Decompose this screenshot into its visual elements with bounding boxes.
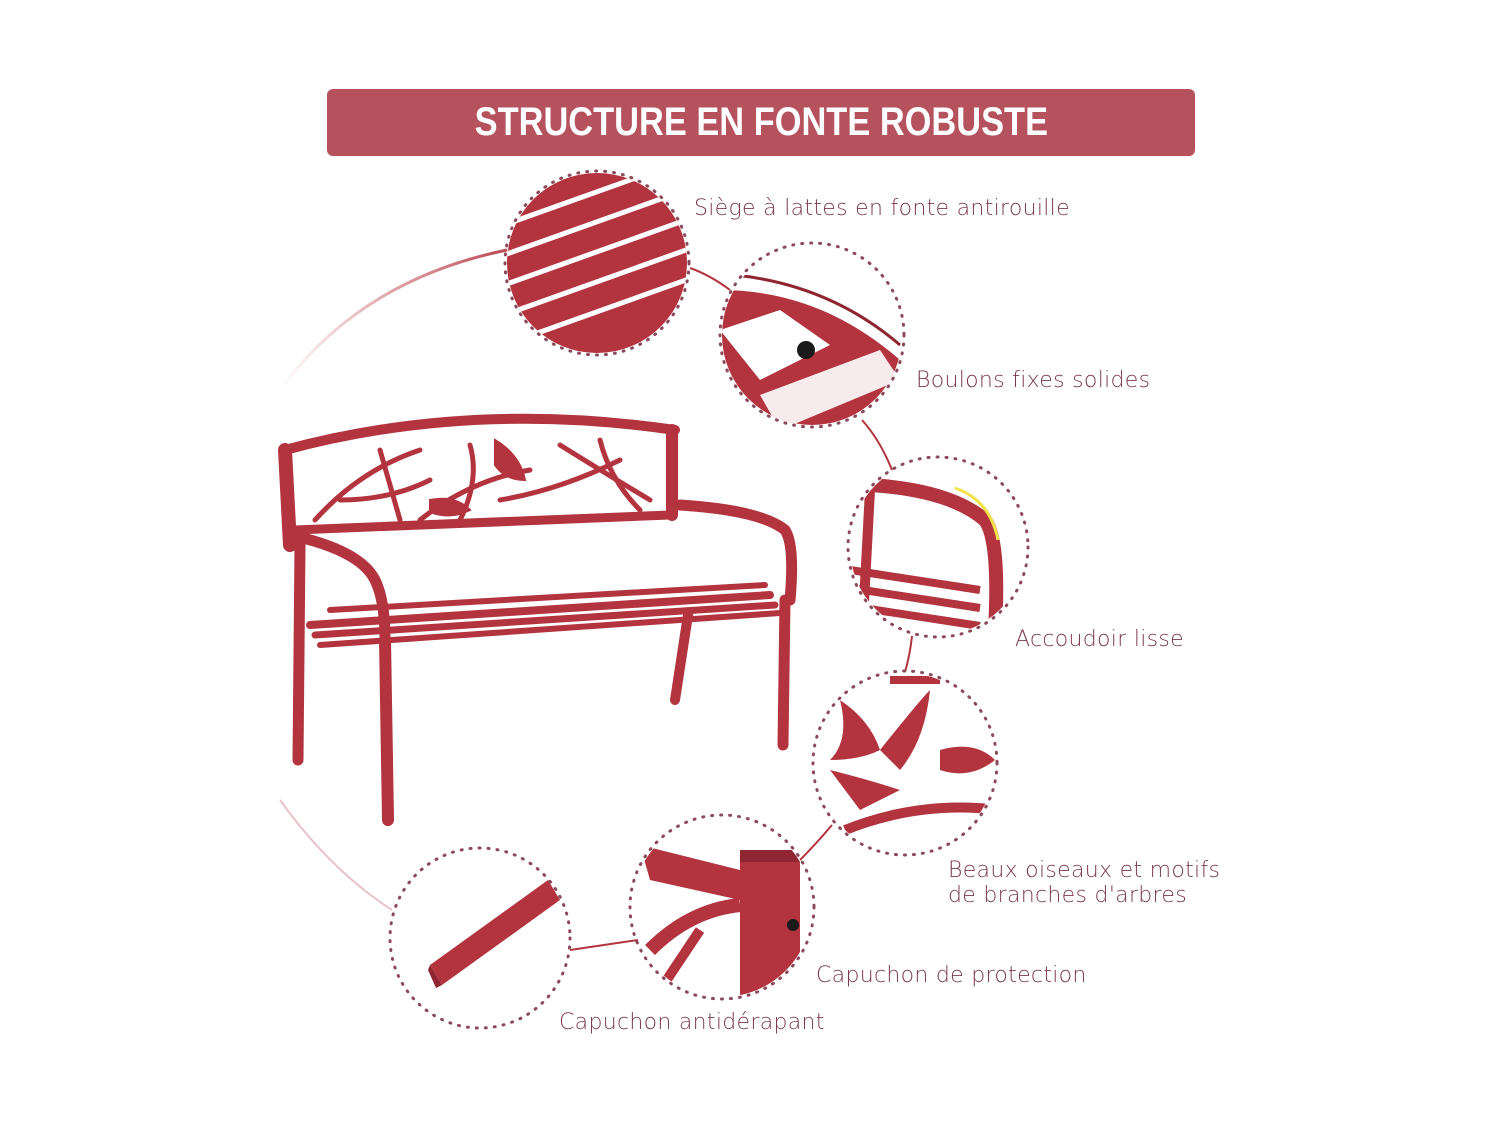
callout-label-armrest: Accoudoir lisse — [1015, 627, 1185, 652]
detail-armrest — [846, 455, 1030, 639]
callout-label-seat-slats: Siège à lattes en fonte antirouille — [694, 196, 1070, 221]
bench-image — [278, 413, 798, 826]
banner-title: STRUCTURE EN FONTE ROBUSTE — [474, 100, 1048, 144]
callout-label-anti-slip-cap: Capuchon antidérapant — [559, 1010, 825, 1035]
title-banner: STRUCTURE EN FONTE ROBUSTE — [327, 89, 1195, 156]
callout-label-birds-line1: Beaux oiseaux et motifs — [948, 858, 1221, 883]
detail-bolts — [718, 241, 906, 429]
detail-birds — [811, 669, 999, 857]
detail-anti-slip-cap — [388, 846, 572, 1030]
detail-seat-slats — [503, 169, 691, 357]
callout-label-bolts: Boulons fixes solides — [916, 368, 1151, 393]
callout-label-birds-line2: de branches d'arbres — [948, 883, 1188, 908]
detail-protective-cap — [628, 813, 816, 1001]
callout-label-protective-cap: Capuchon de protection — [816, 963, 1087, 988]
connector-arc — [278, 248, 913, 951]
